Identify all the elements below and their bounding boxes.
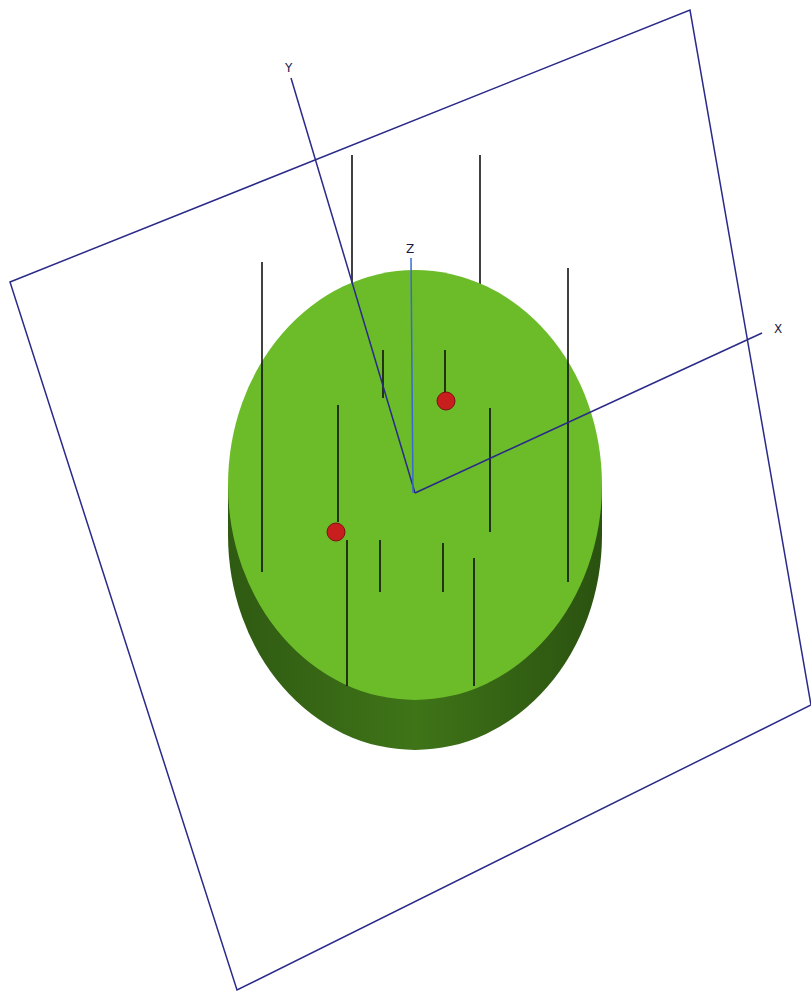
base-plane — [10, 10, 811, 990]
red-points — [327, 392, 455, 541]
axis-label: X — [774, 323, 782, 335]
cylinder — [228, 270, 602, 750]
axis-label: Y — [285, 62, 292, 74]
axis-label: Z — [406, 243, 414, 255]
axes — [291, 78, 762, 493]
vertical-lines — [262, 262, 568, 686]
